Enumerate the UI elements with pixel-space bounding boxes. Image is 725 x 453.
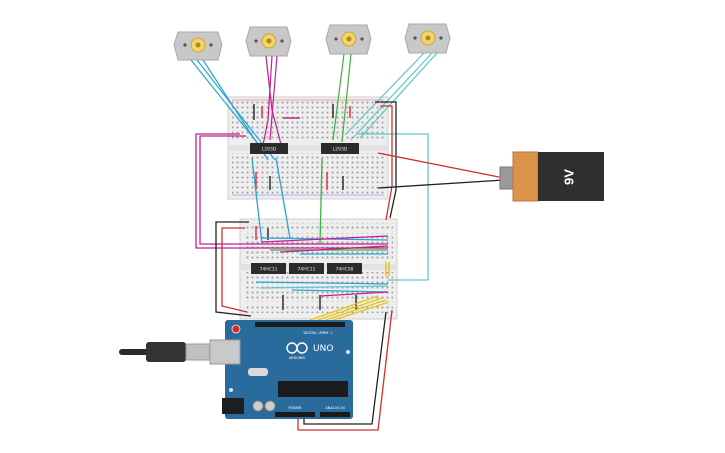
power-header-label: POWER — [289, 406, 303, 410]
dc-motor-1 — [173, 31, 223, 61]
breadboard-top — [227, 96, 389, 200]
logic-chip-1-label: 74HC11 — [260, 267, 278, 273]
logic-chip-2: 74HC11 — [289, 263, 324, 274]
arduino-wires — [297, 295, 393, 431]
l293d-chip-1-label: L293D — [262, 147, 277, 153]
arduino-logo-icon — [286, 342, 308, 354]
logic-chip-3: 74HC08 — [327, 263, 362, 274]
l293d-chip-1: L293D — [250, 143, 288, 154]
capacitor-1 — [252, 400, 264, 412]
capacitor-2 — [264, 400, 276, 412]
dc-motor-4 — [404, 23, 451, 54]
reset-button-icon — [231, 324, 241, 334]
dc-motor-3 — [325, 24, 372, 55]
arduino-uno-board: DIGITAL (PWM~) UNO ARDUINO POWER ANALOG … — [209, 320, 353, 419]
mounting-hole — [229, 388, 233, 392]
analog-header-label: ANALOG IN — [325, 406, 345, 410]
battery-wires — [377, 152, 505, 189]
battery-label: 9V — [561, 169, 576, 185]
usb-cable — [119, 342, 213, 362]
arduino-brand-label: ARDUINO — [289, 356, 306, 360]
logic-chip-3-label: 74HC08 — [336, 267, 354, 273]
motor-wires — [190, 52, 438, 161]
l293d-chip-2: L293D — [321, 143, 359, 154]
l293d-chip-2-label: L293D — [333, 147, 348, 153]
digital-header — [255, 322, 345, 327]
logic-chip-2-label: 74HC11 — [298, 267, 316, 273]
usb-port — [209, 339, 241, 365]
atmega-chip — [278, 381, 348, 397]
digital-header-label: DIGITAL (PWM~) — [303, 331, 333, 335]
battery-9v: 9V — [499, 151, 604, 202]
power-header — [275, 412, 315, 417]
analog-header — [320, 412, 350, 417]
arduino-model-label: UNO — [313, 344, 333, 354]
dc-motor-2 — [245, 26, 292, 57]
power-jack — [222, 398, 244, 414]
mounting-hole — [346, 350, 350, 354]
logic-chip-1: 74HC11 — [251, 263, 286, 274]
crystal — [248, 368, 268, 376]
inter-board-wires — [195, 101, 429, 317]
